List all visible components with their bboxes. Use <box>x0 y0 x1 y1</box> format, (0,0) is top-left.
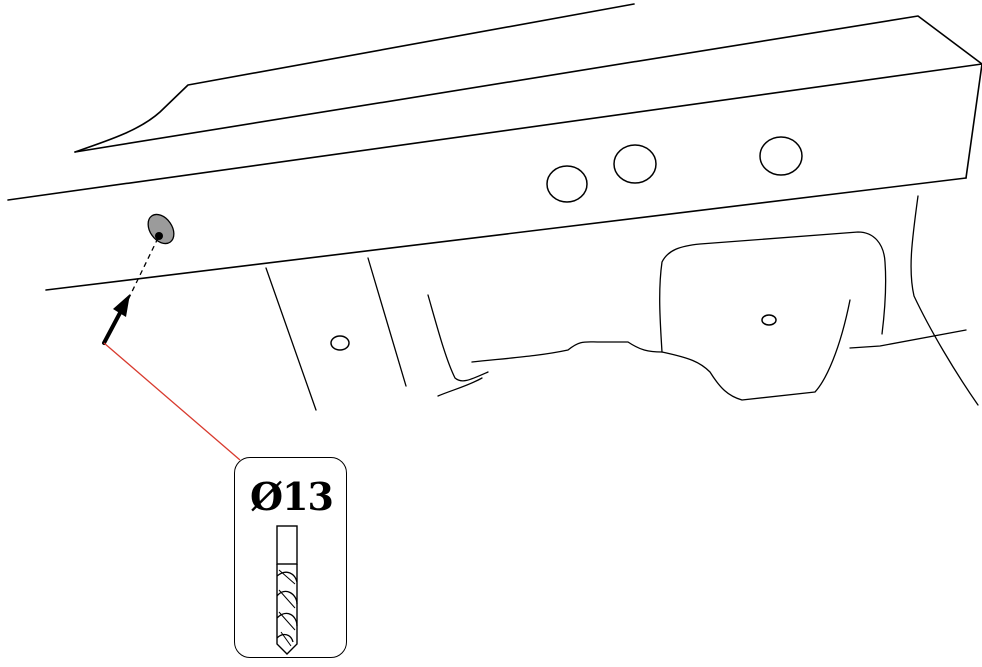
drill-target-hole <box>125 213 175 305</box>
upper-rail-outline <box>74 3 982 179</box>
lower-bracket-outline <box>265 195 979 411</box>
arrow-up-right-icon <box>102 294 130 345</box>
drill-callout: Ø13 <box>234 457 347 658</box>
drill-bit-icon <box>276 525 298 655</box>
leader-line <box>103 342 241 461</box>
frame-rail-outline <box>7 63 982 291</box>
rail-hole <box>613 144 657 184</box>
drill-size-label: Ø13 <box>250 474 334 519</box>
rail-hole <box>546 165 588 203</box>
rail-hole <box>759 136 803 176</box>
rail-holes <box>546 136 803 203</box>
